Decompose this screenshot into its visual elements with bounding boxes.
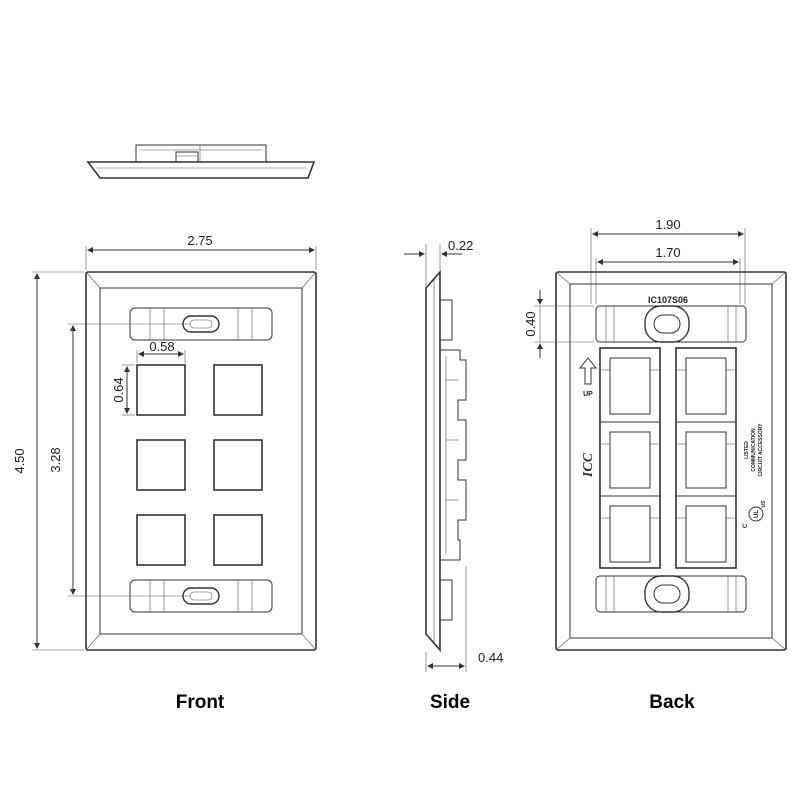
- dim-screw-spacing: 3.28: [48, 447, 63, 472]
- front-port-openings: [136, 364, 263, 566]
- back-top-screw-tab: [595, 305, 747, 343]
- icc-logo: ICC: [581, 452, 596, 478]
- view-label-back: Back: [649, 692, 695, 713]
- ul-c-text: C: [743, 523, 749, 528]
- top-view: [86, 144, 316, 179]
- side-view: 0.22 0.44: [404, 238, 503, 672]
- front-view: 2.75 4.50 3.28 0.58 0.64: [12, 233, 317, 651]
- ul-us-text: US: [761, 500, 767, 508]
- dim-back-tab-height: 0.40: [523, 311, 538, 336]
- up-label: UP: [583, 391, 593, 398]
- dim-port-height: 0.64: [111, 377, 126, 402]
- back-part-number: IC107S06: [648, 295, 688, 305]
- up-arrow-icon: [578, 357, 598, 385]
- dim-side-thickness: 0.22: [448, 238, 473, 253]
- listing-line-3: CIRCUIT ACCESSORY: [758, 423, 764, 477]
- dim-port-width: 0.58: [149, 339, 174, 354]
- dim-back-outer-width: 1.90: [655, 217, 680, 232]
- ul-mark-icon: UL C US: [743, 500, 767, 528]
- back-port-housings: [599, 347, 737, 569]
- view-label-front: Front: [176, 692, 225, 713]
- dim-front-height: 4.50: [12, 448, 27, 473]
- dim-front-width: 2.75: [187, 233, 212, 248]
- listing-line-1: LISTED: [744, 441, 750, 459]
- listing-line-2: COMMUNICATION: [751, 428, 757, 472]
- view-label-side: Side: [430, 692, 470, 713]
- back-bottom-screw-tab: [595, 575, 747, 613]
- dim-side-depth: 0.44: [478, 650, 503, 665]
- dim-back-inner-width: 1.70: [655, 245, 680, 260]
- ul-mark-text: UL: [754, 510, 760, 518]
- back-view: IC107S06: [523, 217, 787, 651]
